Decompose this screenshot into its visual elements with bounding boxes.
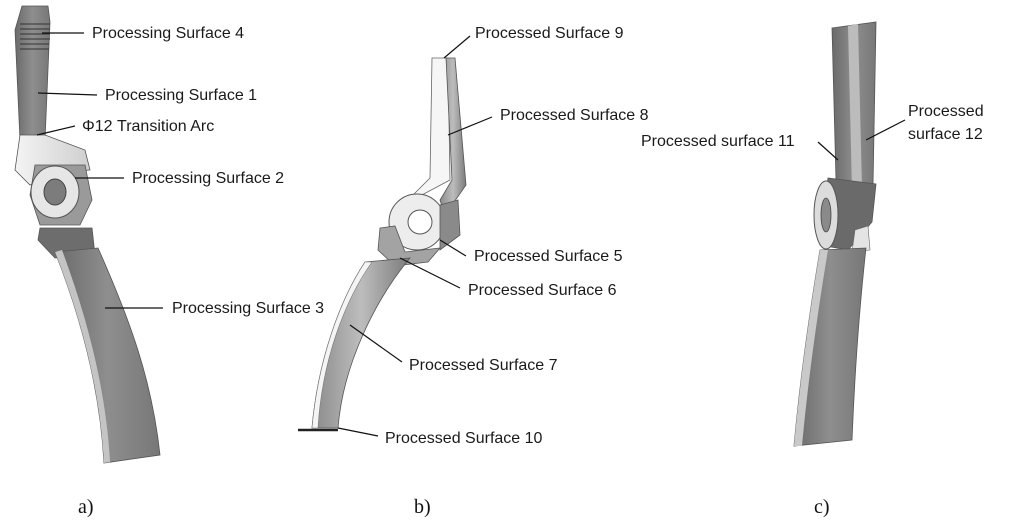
label-processed-surface-12-line2: surface 12: [908, 126, 983, 143]
leader-s10: [337, 427, 379, 437]
label-processed-surface-10: Processed Surface 10: [385, 430, 543, 447]
label-processing-surface-1: Processing Surface 1: [105, 87, 257, 104]
label-processed-surface-11: Processed surface 11: [641, 133, 795, 150]
leader-arc: [36, 125, 76, 136]
label-processed-surface-8: Processed Surface 8: [500, 107, 649, 124]
part-a-hole: [43, 178, 67, 206]
leader-s11: [817, 141, 839, 161]
panel-c-leaders: [817, 119, 906, 161]
part-c-upper-ridge: [848, 24, 862, 190]
panel-c-part: [793, 21, 877, 447]
label-processed-surface-7: Processed Surface 7: [409, 357, 558, 374]
part-c-lower-blade-edge: [794, 250, 828, 446]
part-a-lower-blade-edge: [55, 250, 110, 463]
caption-b: b): [414, 496, 431, 518]
panel-a-part: [14, 5, 161, 464]
part-b-ring-side: [439, 199, 461, 251]
panel-b-leaders: [337, 35, 493, 437]
panel-b-part: [298, 57, 467, 432]
panel-a-leaders: [36, 32, 163, 309]
caption-a: a): [78, 496, 94, 518]
label-processed-surface-9: Processed Surface 9: [475, 25, 624, 42]
label-processed-surface-12-line1: Processed: [908, 103, 984, 120]
label-processing-surface-4: Processing Surface 4: [92, 25, 244, 42]
part-b-lower-block: [377, 225, 441, 267]
label-processed-surface-6: Processed Surface 6: [468, 282, 617, 299]
caption-c: c): [814, 496, 830, 518]
leader-s7: [349, 324, 403, 363]
leader-s12: [865, 119, 906, 141]
label-processing-surface-3: Processing Surface 3: [172, 300, 324, 317]
part-b-lower-arm-edge: [311, 261, 373, 429]
label-processed-surface-5: Processed Surface 5: [474, 248, 623, 265]
leader-ps1: [37, 92, 98, 96]
leader-s5: [439, 239, 467, 257]
leader-s8: [447, 116, 493, 136]
leader-s6: [399, 257, 461, 289]
part-a-serrations: [20, 23, 50, 50]
part-b-upper-arm: [407, 57, 451, 201]
part-b-lower-arm: [311, 257, 411, 429]
part-c-notch: [851, 225, 871, 253]
part-a-upper-blade: [14, 5, 51, 141]
part-b-hole: [407, 209, 433, 235]
leader-s9: [443, 35, 471, 59]
part-c-hole: [820, 197, 832, 233]
label-processing-surface-2: Processing Surface 2: [132, 170, 284, 187]
label-transition-arc: Φ12 Transition Arc: [82, 118, 214, 135]
